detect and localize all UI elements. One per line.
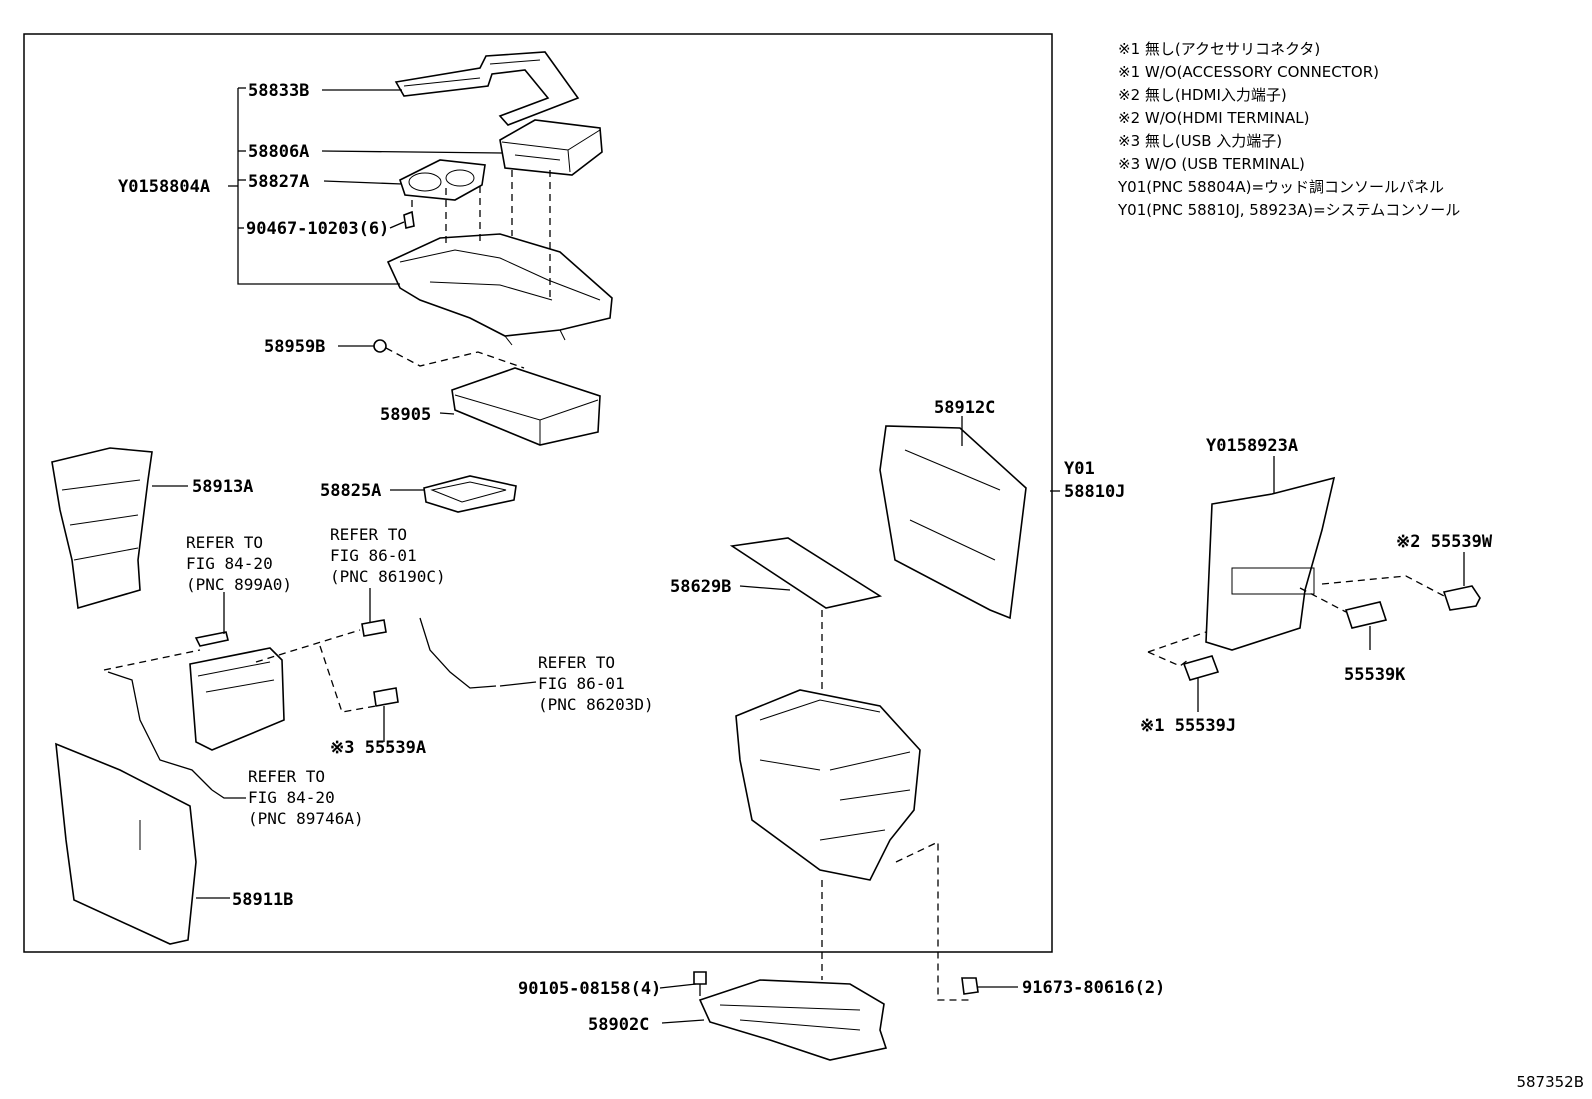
label-Y01: Y01 bbox=[1064, 459, 1095, 479]
refer-89746A-line2: FIG 84-20 bbox=[248, 788, 335, 807]
refer-86203D-line1: REFER TO bbox=[538, 653, 615, 672]
label-55539A: ※3 55539A bbox=[330, 738, 426, 758]
figure-id: 587352B bbox=[1516, 1073, 1584, 1091]
refer-89746A-line3: (PNC 89746A) bbox=[248, 809, 364, 828]
part-90467-clip-shape bbox=[403, 210, 415, 229]
refer-89746A-line1: REFER TO bbox=[248, 767, 325, 786]
part-91673-bolt-shape bbox=[961, 977, 979, 995]
part-usb-cable-shape bbox=[419, 617, 497, 689]
refer-89746A: REFER TO FIG 84-20 (PNC 89746A) bbox=[248, 767, 364, 828]
label-58912C: 58912C bbox=[934, 398, 995, 418]
part-58911B-shape bbox=[55, 742, 197, 945]
part-58833B-shape bbox=[394, 51, 580, 126]
note-line: ※1 無し(アクセサリコネクタ) bbox=[1118, 40, 1321, 58]
note-line: ※2 W/O(HDMI TERMINAL) bbox=[1118, 109, 1310, 127]
part-58810J-shape bbox=[735, 689, 921, 881]
label-90105: 90105-08158(4) bbox=[518, 979, 661, 999]
label-58902C: 58902C bbox=[588, 1015, 649, 1035]
label-55539W: ※2 55539W bbox=[1396, 532, 1493, 552]
note-line: Y01(PNC 58804A)=ウッド調コンソールパネル bbox=[1118, 178, 1445, 196]
refer-899A0-line2: FIG 84-20 bbox=[186, 554, 273, 573]
refer-899A0-line1: REFER TO bbox=[186, 533, 263, 552]
part-90105-bolt-shape bbox=[693, 971, 707, 996]
part-wire-harness-shape bbox=[107, 631, 229, 791]
refer-86190C-line3: (PNC 86190C) bbox=[330, 567, 446, 586]
note-line: ※3 無し(USB 入力端子) bbox=[1118, 132, 1283, 150]
note-line: ※1 W/O(ACCESSORY CONNECTOR) bbox=[1118, 63, 1380, 81]
note-line: ※2 無し(HDMI入力端子) bbox=[1118, 86, 1287, 104]
part-55539J-shape bbox=[1182, 655, 1220, 681]
part-console-panel-shape bbox=[386, 233, 613, 346]
part-55539A-shape bbox=[361, 619, 399, 707]
label-58810J: 58810J bbox=[1064, 482, 1125, 502]
label-58959B: 58959B bbox=[264, 337, 325, 357]
label-Y0158923A: Y0158923A bbox=[1206, 436, 1298, 456]
part-58902C-shape bbox=[698, 979, 888, 1061]
label-58911B: 58911B bbox=[232, 890, 293, 910]
part-55539W-shape bbox=[1442, 585, 1481, 611]
label-55539J: ※1 55539J bbox=[1140, 716, 1236, 736]
part-Y0158923A-shape bbox=[1205, 476, 1336, 651]
label-55539K: 55539K bbox=[1344, 665, 1406, 685]
part-bracket-shape bbox=[189, 647, 285, 751]
label-Y0158804A: Y0158804A bbox=[118, 177, 210, 197]
refer-86203D: REFER TO FIG 86-01 (PNC 86203D) bbox=[538, 653, 654, 714]
label-58806A: 58806A bbox=[248, 142, 309, 162]
label-58905: 58905 bbox=[380, 405, 431, 425]
part-58912C-shape bbox=[879, 425, 1027, 620]
dashed-guides bbox=[103, 170, 1445, 1001]
refer-86203D-line2: FIG 86-01 bbox=[538, 674, 625, 693]
label-58827A: 58827A bbox=[248, 172, 309, 192]
part-58913A-shape bbox=[51, 447, 153, 610]
label-58825A: 58825A bbox=[320, 481, 381, 501]
part-58905-shape bbox=[451, 367, 601, 446]
part-55539K-shape bbox=[1344, 601, 1388, 629]
part-58827A-shape bbox=[399, 159, 486, 201]
note-line: Y01(PNC 58810J, 58923A)=システムコンソール bbox=[1118, 201, 1461, 219]
refer-86190C: REFER TO FIG 86-01 (PNC 86190C) bbox=[330, 525, 446, 586]
refer-86190C-line2: FIG 86-01 bbox=[330, 546, 417, 565]
label-58629B: 58629B bbox=[670, 577, 731, 597]
part-58825A-shape bbox=[423, 475, 517, 513]
part-58629B-shape bbox=[729, 537, 883, 609]
leader-lines bbox=[152, 87, 1465, 1024]
assembly-frame bbox=[23, 33, 1053, 953]
refer-86190C-line1: REFER TO bbox=[330, 525, 407, 544]
label-91673: 91673-80616(2) bbox=[1022, 978, 1165, 998]
refer-899A0: REFER TO FIG 84-20 (PNC 899A0) bbox=[186, 533, 292, 594]
label-58833B: 58833B bbox=[248, 81, 309, 101]
part-58806A-shape bbox=[499, 119, 603, 176]
note-line: ※3 W/O (USB TERMINAL) bbox=[1118, 155, 1305, 173]
notes-block: ※1 無し(アクセサリコネクタ) ※1 W/O(ACCESSORY CONNEC… bbox=[1118, 38, 1588, 222]
label-58913A: 58913A bbox=[192, 477, 253, 497]
refer-86203D-line3: (PNC 86203D) bbox=[538, 695, 654, 714]
part-58959B-clip-shape bbox=[373, 339, 387, 353]
refer-899A0-line3: (PNC 899A0) bbox=[186, 575, 292, 594]
label-90467: 90467-10203(6) bbox=[246, 219, 389, 239]
